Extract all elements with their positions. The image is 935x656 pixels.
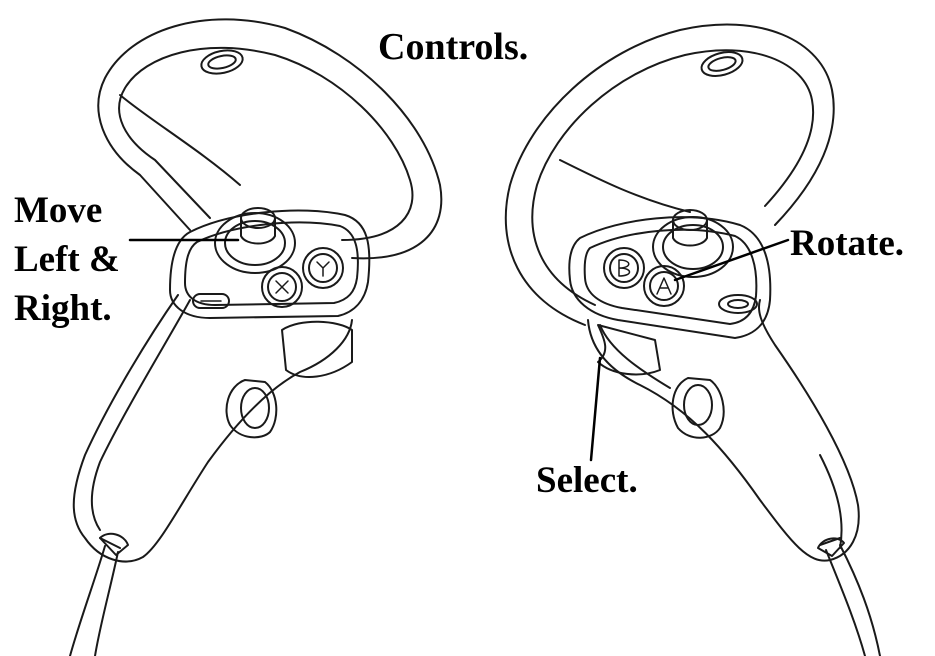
- rotate-label: Rotate.: [790, 223, 905, 264]
- left-trigger: [225, 379, 278, 439]
- right-tracking-ring: [504, 23, 835, 326]
- left-tracking-ring-inner: [118, 46, 414, 241]
- left-thumbstick-base: [214, 212, 296, 274]
- left-ring-button: [200, 49, 244, 75]
- right-button-a: [643, 265, 685, 307]
- right-cord: [819, 537, 881, 656]
- right-oculus-button: [718, 294, 758, 314]
- left-faceplate: [169, 209, 371, 319]
- left-controller: [69, 18, 443, 656]
- select-callout-line: [589, 356, 602, 462]
- right-handle: [587, 299, 860, 562]
- right-ring-button: [700, 51, 744, 77]
- right-thumbstick-base: [652, 216, 734, 278]
- rotate-callout-line: [673, 238, 790, 282]
- right-tracking-ring-inner: [531, 49, 815, 306]
- move-label-line-2: Left &: [14, 239, 120, 280]
- right-trigger: [671, 377, 725, 439]
- left-menu-button: [192, 293, 230, 309]
- left-tracking-ring: [97, 18, 443, 260]
- right-button-b: [603, 247, 645, 289]
- right-controller: [504, 23, 881, 656]
- move-label-line-3: Right.: [14, 288, 112, 329]
- select-label: Select.: [536, 460, 638, 501]
- left-cord: [69, 537, 121, 656]
- diagram-title: Controls.: [378, 26, 529, 68]
- move-label-line-1: Move: [14, 190, 103, 231]
- right-grip-button: [597, 324, 661, 376]
- move-left-right-label: Move Left & Right.: [14, 186, 120, 333]
- left-handle: [72, 294, 353, 563]
- left-button-x: [261, 266, 303, 308]
- right-faceplate: [568, 216, 772, 339]
- left-grip-button: [281, 320, 353, 378]
- left-button-y: [302, 247, 344, 289]
